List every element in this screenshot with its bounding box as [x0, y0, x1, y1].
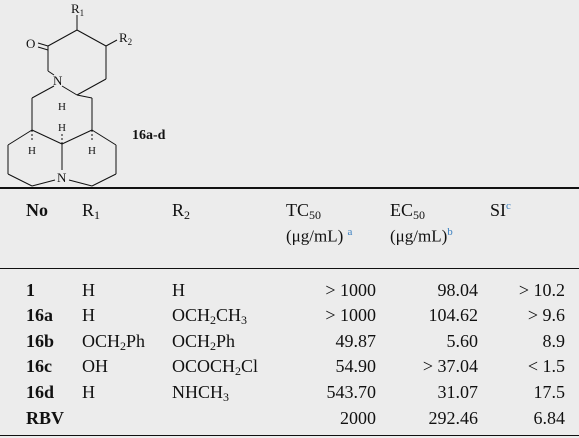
cell-tc50: 543.70 — [326, 382, 377, 402]
h-right: H — [88, 145, 96, 157]
table-header-rule — [0, 268, 579, 269]
cell-r1: OH — [82, 356, 108, 376]
cell-no: 16b — [26, 331, 55, 351]
oxygen-atom: O — [26, 36, 35, 51]
nitrogen-bottom: N — [57, 170, 67, 185]
r1-atom-label: R1 — [71, 1, 84, 18]
cell-si: < 1.5 — [527, 356, 565, 376]
cell-ec50: 98.04 — [437, 280, 479, 300]
cell-ec50: 5.60 — [446, 331, 479, 351]
cell-no: 16a — [26, 305, 53, 325]
cell-r2: OCH2CH3 — [172, 305, 248, 327]
compound-label: 16a-d — [132, 128, 166, 143]
cell-tc50: > 1000 — [325, 280, 376, 300]
cell-tc50: > 1000 — [325, 305, 376, 325]
cell-si: 17.5 — [533, 382, 566, 402]
cell-r2: NHCH3 — [172, 382, 230, 404]
cell-si: > 10.2 — [518, 280, 565, 300]
cell-ec50: 292.46 — [428, 408, 479, 428]
header-tc50-unit: (μg/mL) a — [286, 226, 353, 246]
cell-r2: H — [172, 280, 185, 300]
table-bottom-rule — [0, 435, 579, 436]
footnote-a[interactable]: a — [347, 226, 353, 238]
cell-si: > 9.6 — [527, 305, 565, 325]
chemical-structure: O R1 R2 N N H H H H — [7, 1, 132, 187]
cell-ec50: > 37.04 — [422, 356, 478, 376]
nitrogen-top: N — [53, 73, 63, 88]
cell-r1: H — [82, 382, 95, 402]
cell-r1: H — [82, 280, 95, 300]
cell-r1: OCH2Ph — [82, 331, 146, 353]
cell-tc50: 54.90 — [335, 356, 377, 376]
cell-r2: OCOCH2Cl — [172, 356, 259, 378]
cell-si: 8.9 — [542, 331, 566, 351]
cell-si: 6.84 — [533, 408, 566, 428]
cell-tc50: 49.87 — [335, 331, 377, 351]
header-no: No — [26, 200, 48, 220]
header-r1: R1 — [82, 200, 101, 222]
cell-ec50: 104.62 — [428, 305, 479, 325]
header-ec50: EC50 — [390, 200, 426, 222]
cell-ec50: 31.07 — [437, 382, 479, 402]
header-ec50-unit: (μg/mL)b — [390, 226, 453, 246]
cell-r1: H — [82, 305, 95, 325]
table-top-rule — [0, 187, 579, 189]
footnote-c[interactable]: c — [506, 200, 511, 212]
h-left: H — [28, 145, 36, 157]
header-tc50: TC50 — [286, 200, 322, 222]
cell-no: 16d — [26, 382, 55, 402]
footnote-b[interactable]: b — [447, 226, 453, 238]
cell-no: 1 — [26, 280, 35, 300]
cell-no: RBV — [26, 408, 65, 428]
h-upper: H — [58, 101, 66, 113]
r2-atom-label: R2 — [119, 30, 132, 47]
header-r2: R2 — [172, 200, 191, 222]
header-si: SIc — [490, 200, 511, 220]
h-center: H — [58, 122, 66, 134]
cell-tc50: 2000 — [340, 408, 376, 428]
cell-no: 16c — [26, 356, 52, 376]
cell-r2: OCH2Ph — [172, 331, 236, 353]
